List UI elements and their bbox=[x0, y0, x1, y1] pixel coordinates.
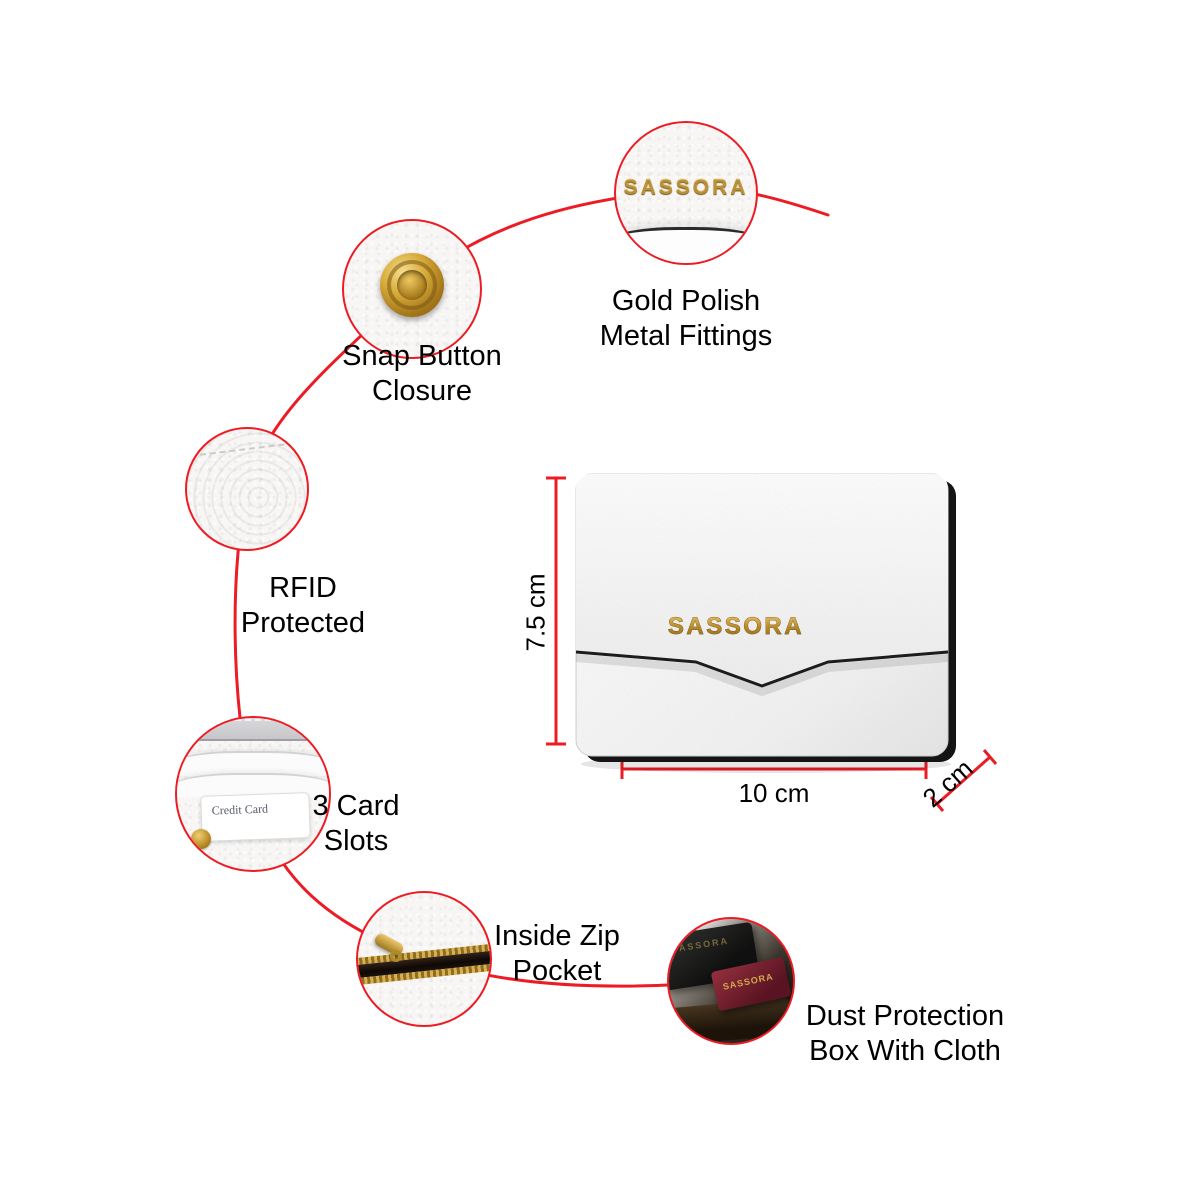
credit-card-text: Credit Card bbox=[211, 801, 269, 818]
wallet-flap-edge bbox=[616, 226, 756, 263]
feature-label-line2: Pocket bbox=[512, 955, 602, 987]
callout-photo-card-slots: Credit Card bbox=[175, 716, 331, 872]
feature-label-rfid: RFID Protected bbox=[203, 571, 403, 641]
feature-label-snap-button: Snap Button Closure bbox=[282, 339, 562, 409]
snap-button bbox=[380, 252, 444, 317]
feature-label-line1: Snap Button bbox=[342, 340, 502, 372]
feature-label-line2: Protected bbox=[240, 607, 366, 639]
wallet-interior-edge bbox=[177, 718, 329, 741]
wallet-flap-edge-line bbox=[575, 650, 949, 688]
card-slot bbox=[177, 751, 329, 776]
feature-label-line2: Metal Fittings bbox=[599, 320, 773, 352]
depth-dimension-line bbox=[929, 749, 998, 812]
wallet-product-image: SASSORA bbox=[575, 473, 956, 773]
feature-label-dust-box: Dust Protection Box With Cloth bbox=[745, 999, 1065, 1069]
sassora-logo-text: SASSORA bbox=[623, 176, 749, 200]
callout-photo-zip-pocket bbox=[356, 891, 492, 1027]
small-snap-button bbox=[190, 828, 211, 849]
feature-label-line2: Box With Cloth bbox=[809, 1035, 1001, 1067]
feature-label-gold-fittings: Gold Polish Metal Fittings bbox=[546, 284, 826, 354]
callout-photo-dust-box: SASSORA SASSORA bbox=[667, 917, 795, 1045]
feature-label-line1: Dust Protection bbox=[805, 1000, 1005, 1032]
stitch-line bbox=[177, 719, 329, 722]
width-dimension-line bbox=[620, 759, 928, 779]
feature-label-line1: Gold Polish bbox=[611, 285, 761, 317]
wallet-logo: SASSORA bbox=[668, 613, 804, 640]
callout-photo-snap-button bbox=[342, 219, 482, 359]
zipper-pull-ring bbox=[389, 949, 402, 962]
wallet-flap-shadow bbox=[575, 654, 949, 696]
rfid-emboss-pattern bbox=[187, 429, 307, 549]
dust-cloth-text: SASSORA bbox=[721, 970, 775, 992]
feature-label-line1: RFID bbox=[269, 572, 337, 604]
callout-photo-rfid bbox=[185, 427, 309, 551]
width-dimension-label: 10 cm bbox=[738, 778, 810, 808]
height-dimension-line bbox=[546, 476, 566, 746]
height-dimension-label: 7.5 cm bbox=[520, 573, 551, 652]
callout-photo-gold-fittings: SASSORA bbox=[614, 121, 758, 265]
snap-button-center bbox=[397, 269, 427, 300]
feature-label-card-slots: 3 Card Slots bbox=[266, 789, 446, 859]
feature-label-line2: Closure bbox=[372, 375, 472, 407]
feature-label-line1: 3 Card bbox=[312, 790, 400, 822]
feature-label-line1: Inside Zip bbox=[494, 920, 620, 952]
feature-label-line2: Slots bbox=[323, 825, 389, 857]
snap-button-ring bbox=[387, 259, 437, 310]
feature-label-zip-pocket: Inside Zip Pocket bbox=[457, 919, 657, 989]
box-lid-text: SASSORA bbox=[670, 935, 730, 955]
wallet-leather-texture bbox=[576, 474, 948, 756]
